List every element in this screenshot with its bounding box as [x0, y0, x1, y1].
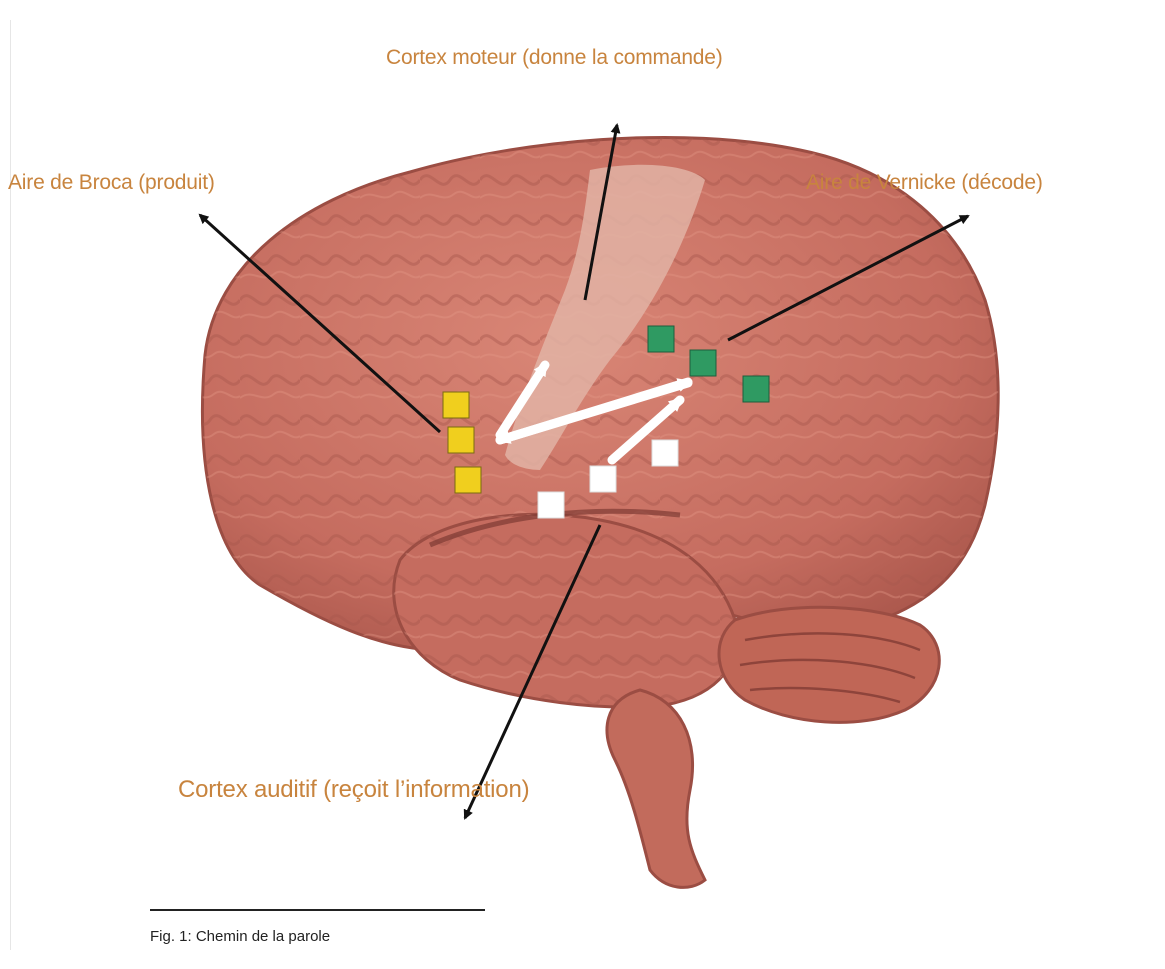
broca-marker	[455, 467, 481, 493]
auditory-marker	[590, 466, 616, 492]
wernicke-area-label: Aire de Vernicke (décode)	[806, 171, 1043, 195]
broca-marker	[443, 392, 469, 418]
broca-area-label: Aire de Broca (produit)	[8, 171, 215, 195]
motor-cortex-label: Cortex moteur (donne la commande)	[386, 46, 723, 70]
brainstem	[607, 690, 705, 887]
auditory-cortex-label: Cortex auditif (reçoit l’information)	[178, 776, 529, 804]
figure-caption: Fig. 1: Chemin de la parole	[150, 928, 330, 945]
wernicke-marker	[648, 326, 674, 352]
wernicke-marker	[743, 376, 769, 402]
wernicke-marker	[690, 350, 716, 376]
caption-rule	[150, 909, 485, 911]
auditory-marker	[652, 440, 678, 466]
broca-marker	[448, 427, 474, 453]
cerebellum	[719, 607, 939, 722]
auditory-marker	[538, 492, 564, 518]
